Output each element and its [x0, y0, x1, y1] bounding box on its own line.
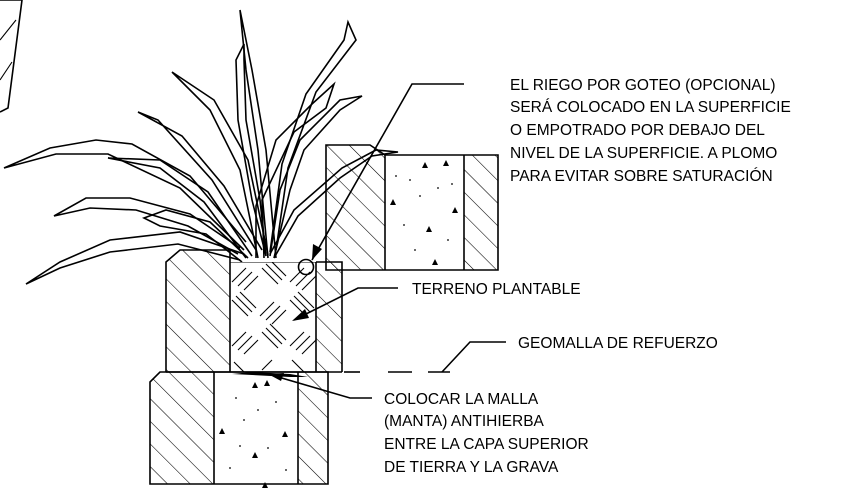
drip-note-line-2: SERÁ COLOCADO EN LA SUPERFICIE — [510, 99, 791, 116]
geogrid-callout: GEOMALLA DE REFUERZO — [344, 335, 718, 373]
gravel-fill-upper — [390, 160, 458, 265]
drip-emitter — [297, 258, 315, 276]
drip-note-line-3: O EMPOTRADO POR DEBAJO DEL — [510, 122, 765, 139]
weed-note-line-4: DE TIERRA Y LA GRAVA — [384, 459, 559, 476]
upper-block — [325, 144, 499, 271]
plant — [3, 9, 399, 285]
weed-note-line-1: COLOCAR LA MALLA — [384, 391, 539, 408]
planting-soil-fill — [230, 262, 316, 372]
planting-soil-label: TERRENO PLANTABLE — [412, 281, 581, 298]
drip-note-line-1: EL RIEGO POR GOTEO (OPCIONAL) — [510, 77, 776, 94]
edge-block-fragment — [0, 0, 23, 113]
weed-note-line-2: (MANTA) ANTIHIERBA — [384, 413, 545, 430]
geogrid-label: GEOMALLA DE REFUERZO — [518, 335, 718, 352]
drip-note: EL RIEGO POR GOTEO (OPCIONAL) SERÁ COLOC… — [311, 77, 791, 261]
weed-note-line-3: ENTRE LA CAPA SUPERIOR — [384, 436, 589, 453]
drip-note-line-4: NIVEL DE LA SUPERFICIE. A PLOMO — [510, 145, 777, 162]
lower-block — [149, 371, 329, 488]
planting-soil-callout: TERRENO PLANTABLE — [292, 281, 581, 321]
drip-note-line-5: PARA EVITAR SOBRE SATURACIÓN — [510, 168, 773, 185]
middle-block — [165, 249, 343, 373]
weed-fabric-callout: COLOCAR LA MALLA (MANTA) ANTIHIERBA ENTR… — [267, 373, 589, 476]
gravel-fill-lower — [219, 380, 288, 488]
